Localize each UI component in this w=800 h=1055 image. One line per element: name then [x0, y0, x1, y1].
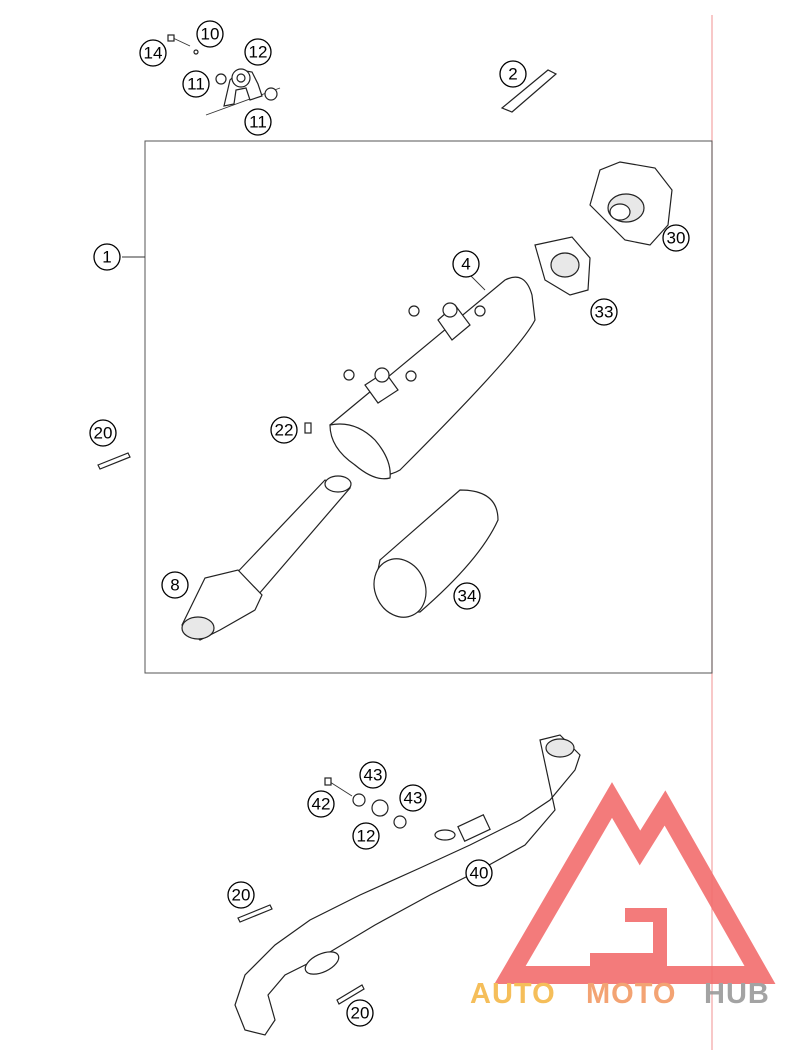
- end-cap-gasket-part: [534, 236, 591, 296]
- automotohub-logo-inner: [590, 908, 667, 967]
- callout-2: 2: [499, 60, 527, 88]
- silencer-pipe-part: [181, 475, 352, 641]
- svg-text:11: 11: [187, 75, 205, 94]
- svg-text:34: 34: [458, 587, 477, 606]
- svg-text:2: 2: [508, 65, 517, 84]
- svg-text:33: 33: [595, 303, 614, 322]
- svg-text:30: 30: [667, 229, 686, 248]
- automotohub-logo-triangle: [494, 782, 776, 984]
- callout-10: 10: [196, 20, 224, 48]
- spring-part-bottom: [336, 984, 365, 1005]
- callout-34: 34: [453, 582, 481, 610]
- svg-text:43: 43: [404, 789, 423, 808]
- header-pipe-part: [234, 734, 581, 1036]
- svg-text:14: 14: [144, 44, 163, 63]
- callout-40: 40: [465, 859, 493, 887]
- watermark-auto: AUTO: [470, 978, 556, 1010]
- heat-strip-part: [500, 69, 558, 113]
- bracket-mount-parts: [167, 34, 281, 116]
- spring-part-lower: [237, 904, 273, 923]
- callout-12-top: 12: [244, 38, 272, 66]
- callout-11-left: 11: [182, 70, 210, 98]
- svg-text:20: 20: [232, 886, 251, 905]
- callout-14: 14: [139, 39, 167, 67]
- svg-text:20: 20: [94, 424, 113, 443]
- svg-text:43: 43: [364, 766, 383, 785]
- svg-text:20: 20: [351, 1004, 370, 1023]
- callout-20-lower: 20: [227, 881, 255, 909]
- callout-22: 22: [270, 416, 298, 444]
- watermark-moto: MOTO: [586, 978, 676, 1010]
- callout-43-right: 43: [399, 784, 427, 812]
- svg-text:22: 22: [275, 421, 294, 440]
- callout-1: 1: [93, 243, 121, 271]
- callout-30: 30: [662, 224, 690, 252]
- callout-33: 33: [590, 298, 618, 326]
- callout-43-top: 43: [359, 761, 387, 789]
- callout-20-bottom: 20: [346, 999, 374, 1027]
- svg-text:10: 10: [201, 25, 220, 44]
- silencer-assembly-box: [144, 140, 713, 674]
- automotohub-logo: AUTO MOTO HUB: [470, 782, 776, 1010]
- svg-text:4: 4: [461, 255, 470, 274]
- spring-part-left: [97, 452, 131, 470]
- svg-text:40: 40: [470, 864, 489, 883]
- svg-text:42: 42: [312, 795, 331, 814]
- callout-8: 8: [161, 571, 189, 599]
- callout-4: 4: [452, 250, 480, 278]
- end-cap-part: [589, 161, 673, 246]
- silencer-packing-part: [373, 489, 499, 618]
- svg-text:11: 11: [249, 113, 267, 132]
- watermark-hub: HUB: [704, 978, 770, 1010]
- callout-42: 42: [307, 790, 335, 818]
- callout-12-lower: 12: [352, 822, 380, 850]
- silencer-body-part: [304, 276, 536, 480]
- svg-text:1: 1: [102, 248, 111, 267]
- header-mount-parts: [324, 777, 407, 829]
- callout-11-bottom: 11: [244, 108, 272, 136]
- svg-text:8: 8: [170, 576, 179, 595]
- svg-text:12: 12: [357, 827, 376, 846]
- svg-text:12: 12: [249, 43, 268, 62]
- callout-20-left: 20: [89, 419, 117, 447]
